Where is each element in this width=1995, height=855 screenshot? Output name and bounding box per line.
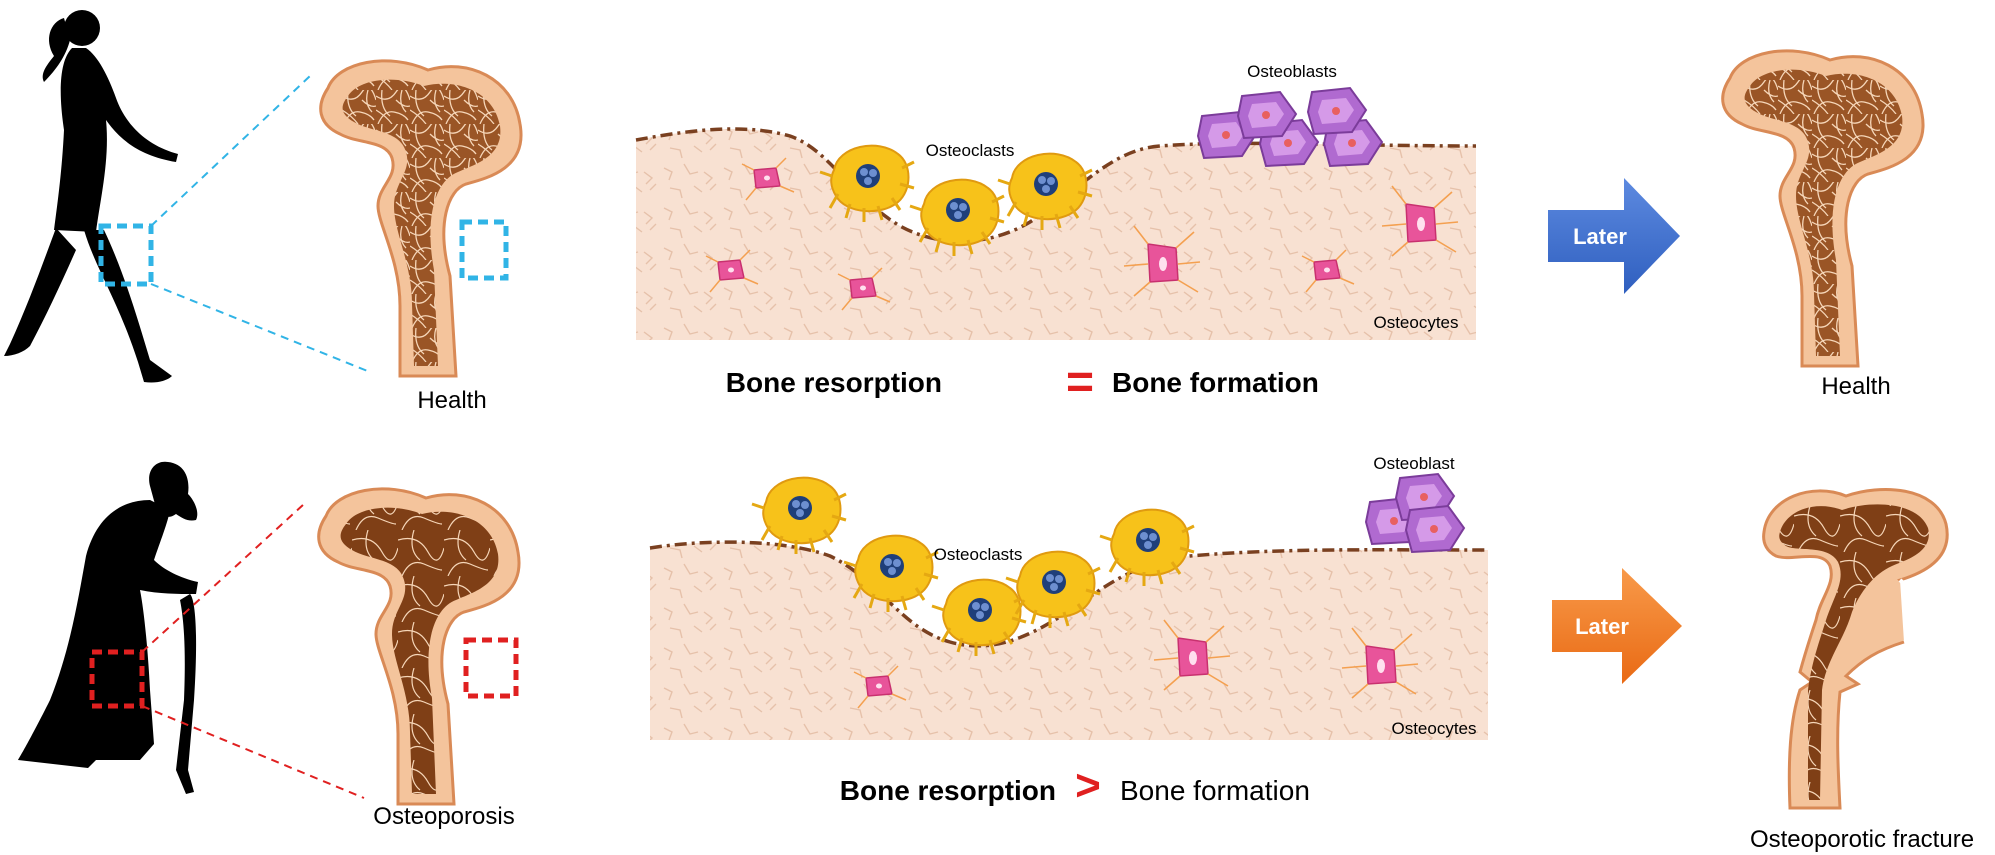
femur-osteoporosis xyxy=(317,487,521,806)
balance-operator-equal: = xyxy=(1066,356,1094,409)
later-arrow-orange: Later xyxy=(1552,568,1682,684)
bone-remodeling-panel-balanced xyxy=(635,87,1477,340)
femur-healthy xyxy=(319,59,523,378)
arrow-label-bottom: Later xyxy=(1575,614,1629,639)
zoom-line-top xyxy=(150,75,311,227)
zoom-line-top-red xyxy=(141,503,305,653)
label-osteoclasts-bottom: Osteoclasts xyxy=(934,545,1023,564)
caption-outcome-health: Health xyxy=(1821,373,1890,400)
elderly-woman-with-cane-silhouette-icon xyxy=(18,461,198,794)
label-osteoclasts-top: Osteoclasts xyxy=(926,141,1015,160)
balance-left-bottom: Bone resorption xyxy=(840,775,1056,806)
label-osteocytes-bottom: Osteocytes xyxy=(1391,719,1476,738)
caption-health: Health xyxy=(417,387,486,414)
zoom-line-bottom xyxy=(150,283,371,373)
caption-osteoporosis: Osteoporosis xyxy=(373,803,514,830)
caption-osteoporotic-fracture: Osteoporotic fracture xyxy=(1750,826,1974,853)
zoom-line-bottom-red xyxy=(141,705,365,799)
balance-right-top: Bone formation xyxy=(1112,367,1319,398)
balance-operator-greater: > xyxy=(1075,761,1101,810)
later-arrow-blue: Later xyxy=(1548,178,1680,294)
disease-femur-marker xyxy=(463,637,519,699)
label-osteoblast: Osteoblast xyxy=(1373,454,1455,473)
healthy-femur-marker xyxy=(459,219,509,281)
balance-left-top: Bone resorption xyxy=(726,367,942,398)
label-osteocytes-top: Osteocytes xyxy=(1373,313,1458,332)
femur-outcome-healthy xyxy=(1721,49,1925,368)
label-osteoblasts: Osteoblasts xyxy=(1247,62,1337,81)
healthy-region-marker xyxy=(98,223,154,287)
arrow-label-top: Later xyxy=(1573,224,1627,249)
femur-outcome-fractured xyxy=(1762,487,1949,810)
bone-remodeling-panel-imbalanced xyxy=(649,473,1489,740)
disease-region-marker xyxy=(89,649,145,709)
woman-walking-silhouette-icon xyxy=(4,10,178,383)
balance-right-bottom: Bone formation xyxy=(1120,775,1310,806)
